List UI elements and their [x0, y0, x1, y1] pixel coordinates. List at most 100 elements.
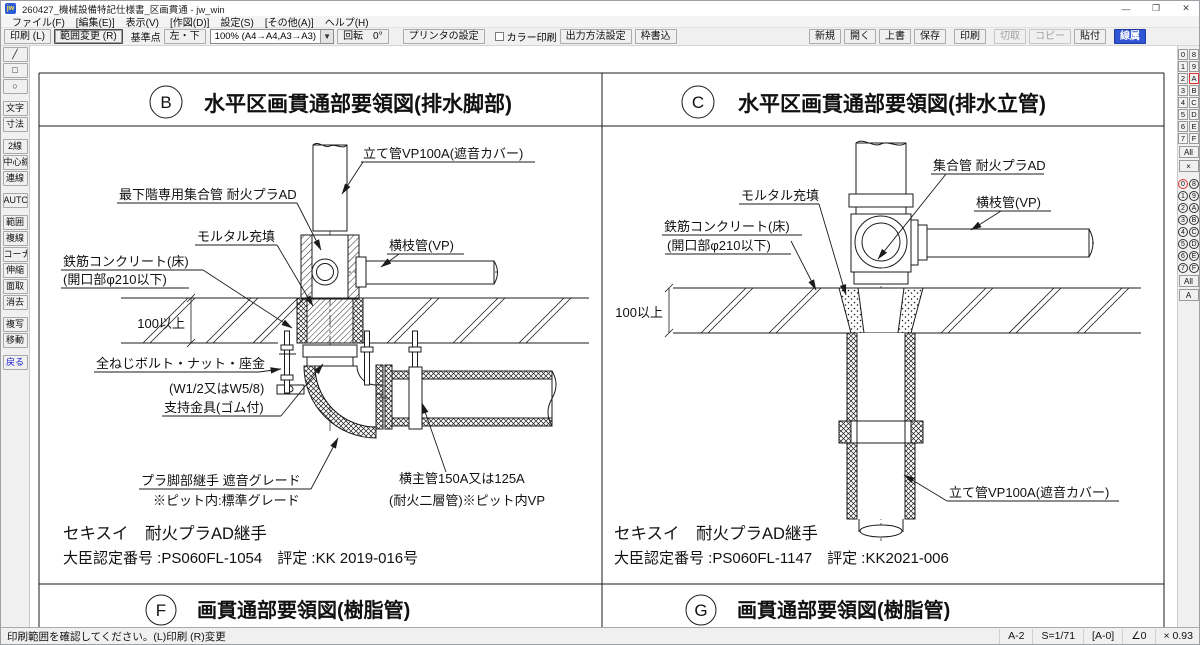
layer-cell[interactable]: D: [1189, 238, 1199, 249]
scale-select[interactable]: 100% (A4→A4,A3→A3) ▼: [209, 29, 335, 44]
base-point-label: 基準点: [130, 33, 161, 44]
layer-group-all-button[interactable]: All: [1178, 146, 1199, 158]
open-button[interactable]: 開く: [844, 29, 876, 44]
tool-auto-button[interactable]: AUTO: [2, 193, 28, 208]
layer-cell[interactable]: B: [1189, 214, 1199, 225]
rotate-button[interactable]: 回転 0°: [337, 29, 389, 44]
tool-circle-button[interactable]: ○: [2, 79, 28, 94]
tool-move-button[interactable]: 移動: [2, 333, 28, 348]
tool-chamfer-button[interactable]: 面取: [2, 279, 28, 294]
sheet-frame: [38, 72, 1165, 629]
tool-erase-button[interactable]: 消去: [2, 295, 28, 310]
status-paper-size[interactable]: A-2: [999, 628, 1032, 644]
label-c-rc2: (開口部φ210以下): [667, 238, 771, 253]
close-button[interactable]: ✕: [1182, 3, 1190, 13]
overwrite-button[interactable]: 上書: [879, 29, 911, 44]
layer-group-cell[interactable]: E: [1189, 121, 1199, 132]
layer-group-cell[interactable]: B: [1189, 85, 1199, 96]
tool-centerline-button[interactable]: 中心線: [2, 155, 28, 170]
layer-group-cell[interactable]: F: [1189, 133, 1199, 144]
tool-copy-button[interactable]: 複写: [2, 317, 28, 332]
layer-group-cell[interactable]: 5: [1178, 109, 1188, 120]
layer-group-cell-selected[interactable]: A: [1189, 73, 1199, 84]
drawing-canvas[interactable]: B 水平区画貫通部要領図(排水脚部) C 水平区画貫通部要領図(排水立管) F …: [30, 46, 1179, 629]
status-scale[interactable]: S=1/71: [1032, 628, 1083, 644]
window-title: 260427_機械設備特記仕様書_区画貫通 - jw_win: [22, 4, 225, 16]
layer-all-button[interactable]: All: [1178, 275, 1199, 287]
tool-dimension-button[interactable]: 寸法: [2, 117, 28, 132]
frame-write-button[interactable]: 枠書込: [634, 29, 677, 44]
layer-cell[interactable]: 3: [1178, 214, 1188, 225]
hanger-bolts: [279, 330, 422, 394]
layer-group-cell[interactable]: 6: [1178, 121, 1188, 132]
menu-draw[interactable]: [作図(D)]: [170, 18, 210, 29]
printer-setup-button[interactable]: プリンタの設定: [402, 29, 485, 44]
tool-offset-button[interactable]: 複線: [2, 231, 28, 246]
menu-file[interactable]: ファイル(F): [12, 18, 65, 29]
tool-2line-button[interactable]: 2線: [2, 139, 28, 154]
tool-back-button[interactable]: 戻る: [2, 355, 28, 370]
scale-value: 100% (A4→A4,A3→A3): [214, 31, 317, 42]
layer-cell[interactable]: A: [1189, 202, 1199, 213]
layer-cell-selected[interactable]: 0: [1178, 178, 1188, 189]
layer-group-cell[interactable]: 8: [1189, 49, 1199, 60]
layer-a-button[interactable]: A: [1178, 289, 1199, 301]
layer-group-cell[interactable]: 3: [1178, 85, 1188, 96]
paste-button[interactable]: 貼付: [1074, 29, 1106, 44]
layer-cell[interactable]: F: [1189, 262, 1199, 273]
layer-group-cell[interactable]: D: [1189, 109, 1199, 120]
range-change-button[interactable]: 範囲変更 (R): [54, 29, 123, 44]
tool-stretch-button[interactable]: 伸縮: [2, 263, 28, 278]
layer-group-cell[interactable]: 9: [1189, 61, 1199, 72]
menu-edit[interactable]: [編集(E)]: [75, 18, 115, 29]
layer-group-cell[interactable]: 7: [1178, 133, 1188, 144]
layer-group-cell[interactable]: 4: [1178, 97, 1188, 108]
menu-settings[interactable]: 設定(S): [220, 18, 254, 29]
tool-corner-button[interactable]: コーナー: [2, 247, 28, 262]
tool-polyline-button[interactable]: 連線: [2, 171, 28, 186]
label-b-maker: セキスイ 耐火プラAD継手: [63, 524, 267, 543]
restore-button[interactable]: ❐: [1151, 3, 1161, 13]
save-button[interactable]: 保存: [914, 29, 946, 44]
label-b-bolt1: 全ねじボルト・ナット・座金: [96, 356, 265, 371]
tool-text-button[interactable]: 文字: [2, 101, 28, 116]
layer-close-button[interactable]: ×: [1178, 160, 1199, 172]
layer-cell[interactable]: 8: [1189, 178, 1199, 189]
layer-cell[interactable]: 9: [1189, 190, 1199, 201]
output-method-button[interactable]: 出力方法設定: [559, 29, 632, 44]
layer-group-cell[interactable]: 1: [1178, 61, 1188, 72]
status-layer[interactable]: [A-0]: [1083, 628, 1122, 644]
print-l-button[interactable]: 印刷 (L): [4, 29, 51, 44]
status-bar: 印刷範囲を確認してください。(L)印刷 (R)変更 A-2 S=1/71 [A-…: [1, 627, 1200, 644]
layer-cell[interactable]: 7: [1178, 262, 1188, 273]
menu-other[interactable]: [その他(A)]: [264, 18, 314, 29]
layer-cell[interactable]: 4: [1178, 226, 1188, 237]
menu-help[interactable]: ヘルプ(H): [324, 18, 369, 29]
status-angle[interactable]: ∠0: [1122, 628, 1154, 644]
new-button[interactable]: 新規: [809, 29, 841, 44]
layer-group-cell[interactable]: 2: [1178, 73, 1188, 84]
layer-cell[interactable]: 6: [1178, 250, 1188, 261]
layer-cell[interactable]: 5: [1178, 238, 1188, 249]
tool-rect-button[interactable]: □: [2, 63, 28, 78]
layer-cell[interactable]: E: [1189, 250, 1199, 261]
line-attribute-button[interactable]: 線属: [1114, 29, 1146, 44]
layer-cell[interactable]: C: [1189, 226, 1199, 237]
layer-cell[interactable]: 1: [1178, 190, 1188, 201]
title-g: 画貫通部要領図(樹脂管): [737, 598, 950, 622]
color-print-checkbox[interactable]: [494, 32, 504, 41]
chevron-down-icon[interactable]: ▼: [320, 30, 334, 43]
menu-view[interactable]: 表示(V): [125, 18, 160, 29]
copy-button: コピー: [1029, 29, 1071, 44]
tool-range-button[interactable]: 範囲: [2, 215, 28, 230]
tool-line-button[interactable]: ╱: [2, 47, 28, 62]
base-point-button[interactable]: 左・下: [163, 29, 206, 44]
layer-group-cell[interactable]: 0: [1178, 49, 1188, 60]
label-c-tatekan: 立て管VP100A(遮音カバー): [949, 485, 1109, 500]
layer-group-cell[interactable]: C: [1189, 97, 1199, 108]
status-zoom[interactable]: × 0.93: [1154, 628, 1200, 644]
minimize-button[interactable]: —: [1121, 3, 1131, 14]
callout-f: F: [156, 601, 166, 620]
print-button[interactable]: 印刷: [954, 29, 986, 44]
layer-cell[interactable]: 2: [1178, 202, 1188, 213]
